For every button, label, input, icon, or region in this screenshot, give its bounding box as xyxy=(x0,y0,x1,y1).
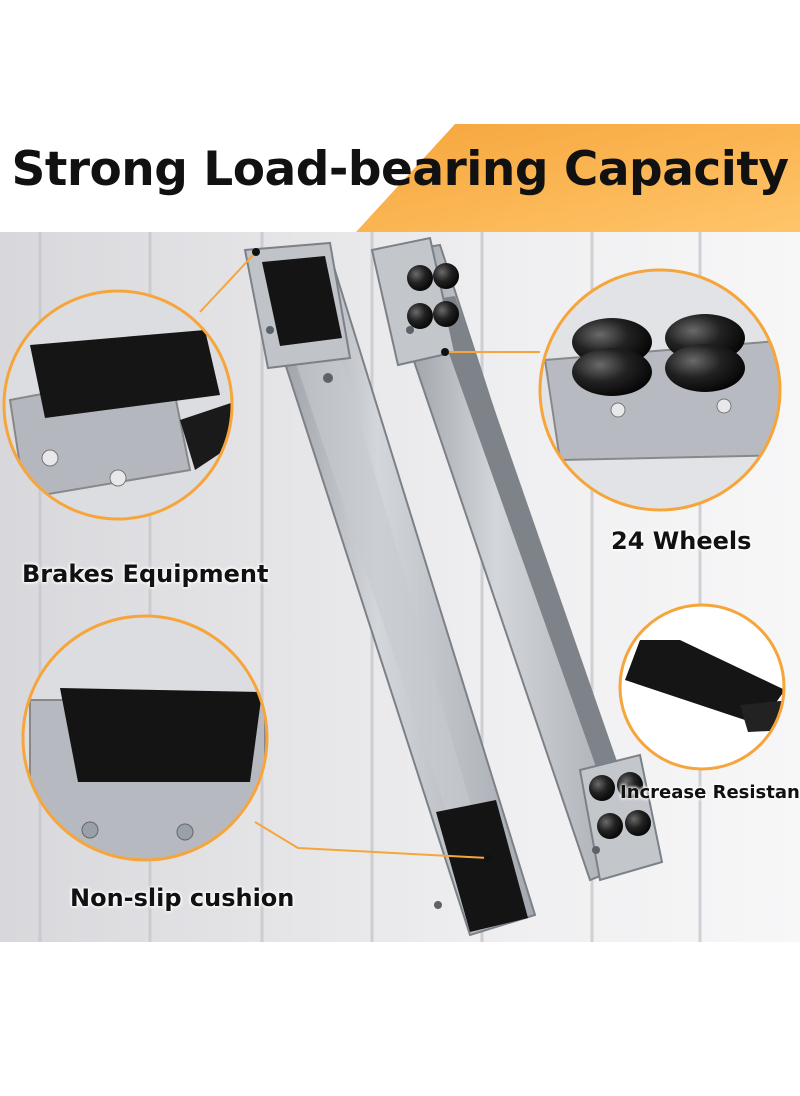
leader-dot-cushion xyxy=(484,854,492,862)
top-pad xyxy=(262,256,342,346)
bottom-pad xyxy=(436,800,528,932)
brakes-detail-circle xyxy=(2,289,234,521)
callout-leaders xyxy=(199,251,540,859)
left-dolly xyxy=(243,241,537,937)
increase-resistance-label: Increase Resistance xyxy=(620,782,800,803)
headline: Strong Load-bearing Capacity xyxy=(11,142,790,197)
right-dolly xyxy=(370,236,664,882)
non-slip-cushion-label: Non-slip cushion xyxy=(70,884,295,912)
bottom-wheels xyxy=(589,772,651,839)
leader-dot-wheels xyxy=(441,348,449,356)
brakes-equipment-label: Brakes Equipment xyxy=(22,560,269,588)
floor xyxy=(0,942,800,1096)
headline-accent xyxy=(356,124,800,232)
top-wheels xyxy=(407,263,459,329)
resistance-detail-circle xyxy=(618,603,786,771)
cushion-detail-circle xyxy=(21,614,269,862)
wheels-detail-circle xyxy=(538,268,782,512)
leader-dot-pad xyxy=(252,248,260,256)
wheels-label: 24 Wheels xyxy=(611,527,752,555)
